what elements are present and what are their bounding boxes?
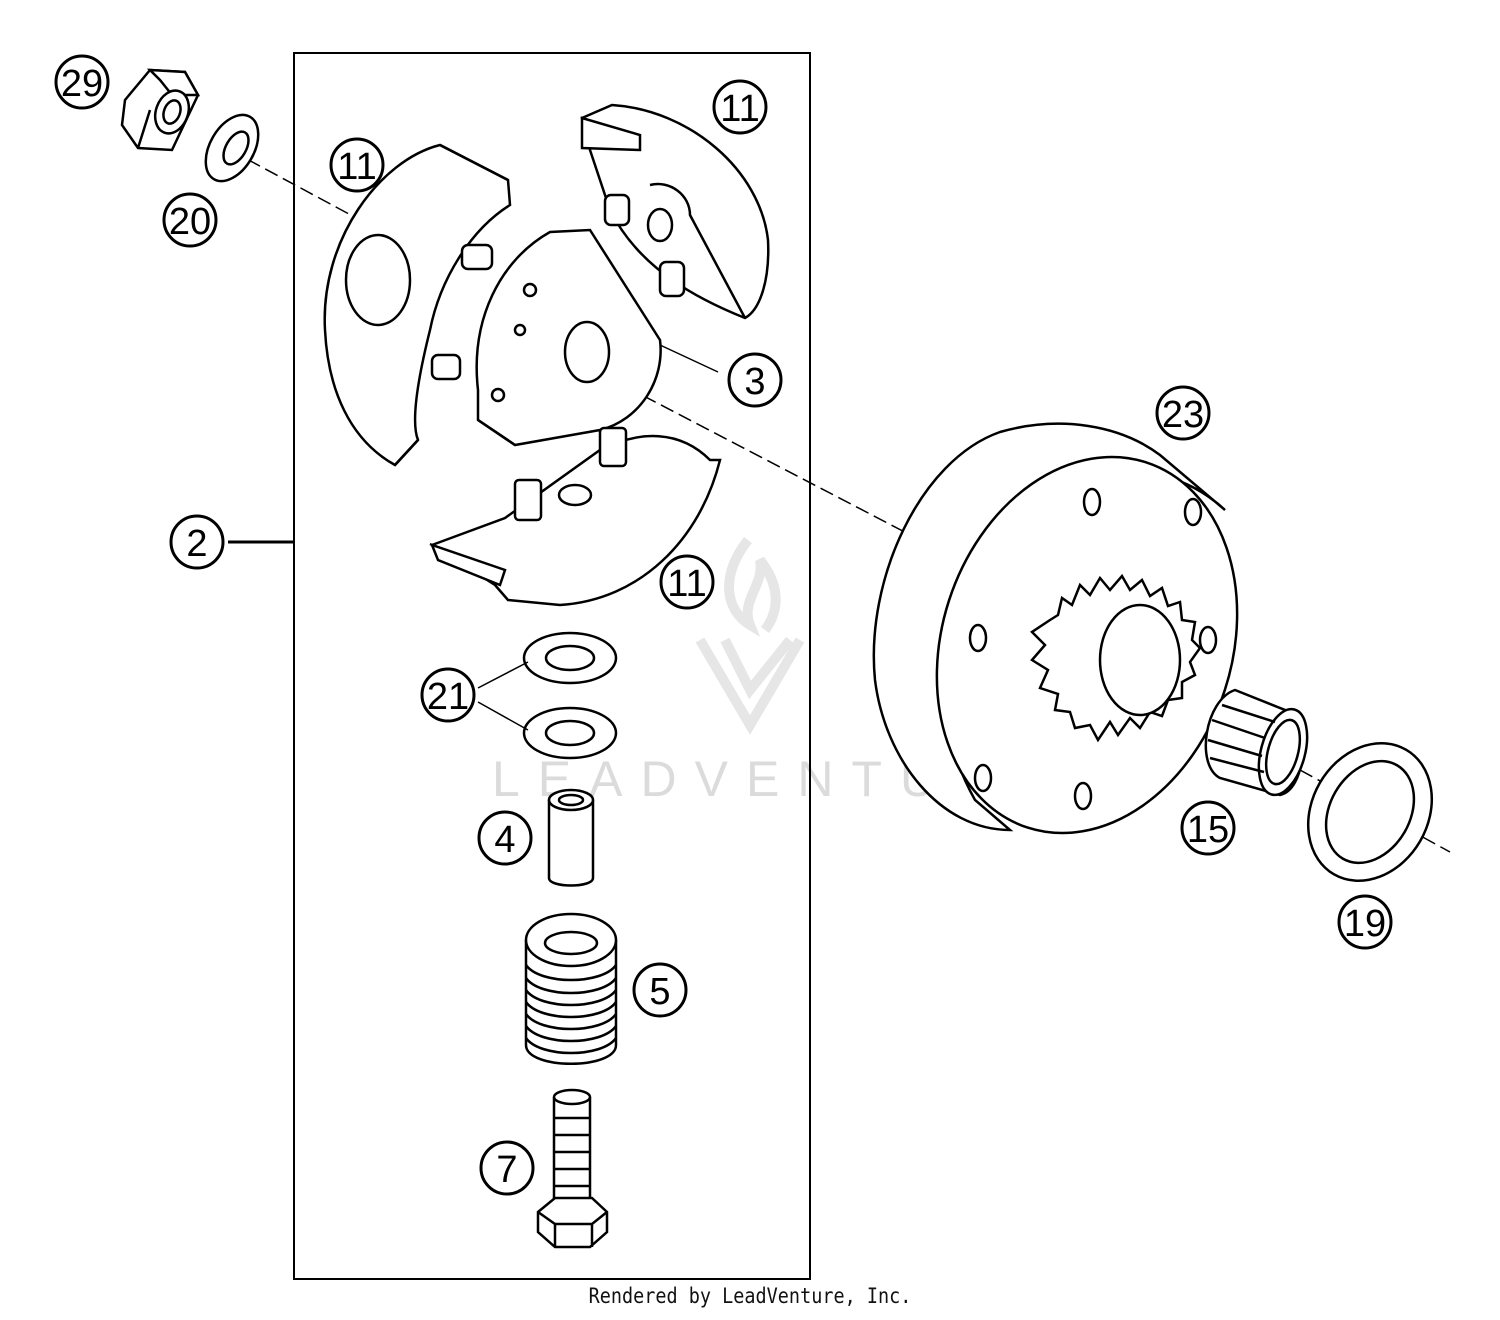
bolt-part <box>536 1088 609 1249</box>
callout-11-left: 11 <box>329 137 385 193</box>
callout-2: 2 <box>169 514 225 570</box>
assembly-box <box>293 52 811 1280</box>
callout-5: 5 <box>632 962 688 1018</box>
callout-19-label: 19 <box>1344 903 1386 945</box>
callout-20-label: 20 <box>169 201 211 243</box>
nut-part <box>120 68 201 152</box>
callout-7-label: 7 <box>496 1149 517 1191</box>
callout-15-label: 15 <box>1187 809 1229 851</box>
callout-23-label: 23 <box>1162 394 1204 436</box>
callout-4-label: 4 <box>494 819 515 861</box>
callout-21-label: 21 <box>427 676 469 718</box>
callout-5-label: 5 <box>649 971 670 1013</box>
callout-11-bottom-label: 11 <box>667 563 706 605</box>
callout-7: 7 <box>479 1140 535 1196</box>
needle-bearing-part <box>1204 688 1309 797</box>
thrust-washers-part <box>522 631 618 760</box>
callout-2-label: 2 <box>186 523 207 565</box>
callout-11-bottom: 11 <box>659 554 715 610</box>
callout-20: 20 <box>162 192 218 248</box>
callout-23: 23 <box>1155 385 1211 441</box>
watermark-logo-icon <box>695 536 805 735</box>
callout-29-label: 29 <box>61 63 103 105</box>
callout-21: 21 <box>420 667 476 723</box>
large-washer-part <box>1306 741 1434 883</box>
callout-3-label: 3 <box>744 361 765 403</box>
callout-15: 15 <box>1180 800 1236 856</box>
callout-29: 29 <box>54 54 110 110</box>
clutch-shoe-top <box>580 103 770 320</box>
clutch-shoe-bottom <box>429 426 722 607</box>
clutch-drum-part <box>872 422 1239 835</box>
washer-part <box>204 113 260 183</box>
callout-4: 4 <box>477 810 533 866</box>
footer-credit: Rendered by LeadVenture, Inc. <box>588 1284 912 1308</box>
callout-11-top: 11 <box>712 79 768 135</box>
callout-19: 19 <box>1337 894 1393 950</box>
clutch-shoe-left <box>323 143 512 467</box>
sleeve-part <box>547 788 595 887</box>
callout-11-left-label: 11 <box>337 146 376 188</box>
clutch-hub-part <box>475 228 662 447</box>
callout-11-top-label: 11 <box>720 88 759 130</box>
spring-part <box>524 912 618 1065</box>
callout-3: 3 <box>727 352 783 408</box>
